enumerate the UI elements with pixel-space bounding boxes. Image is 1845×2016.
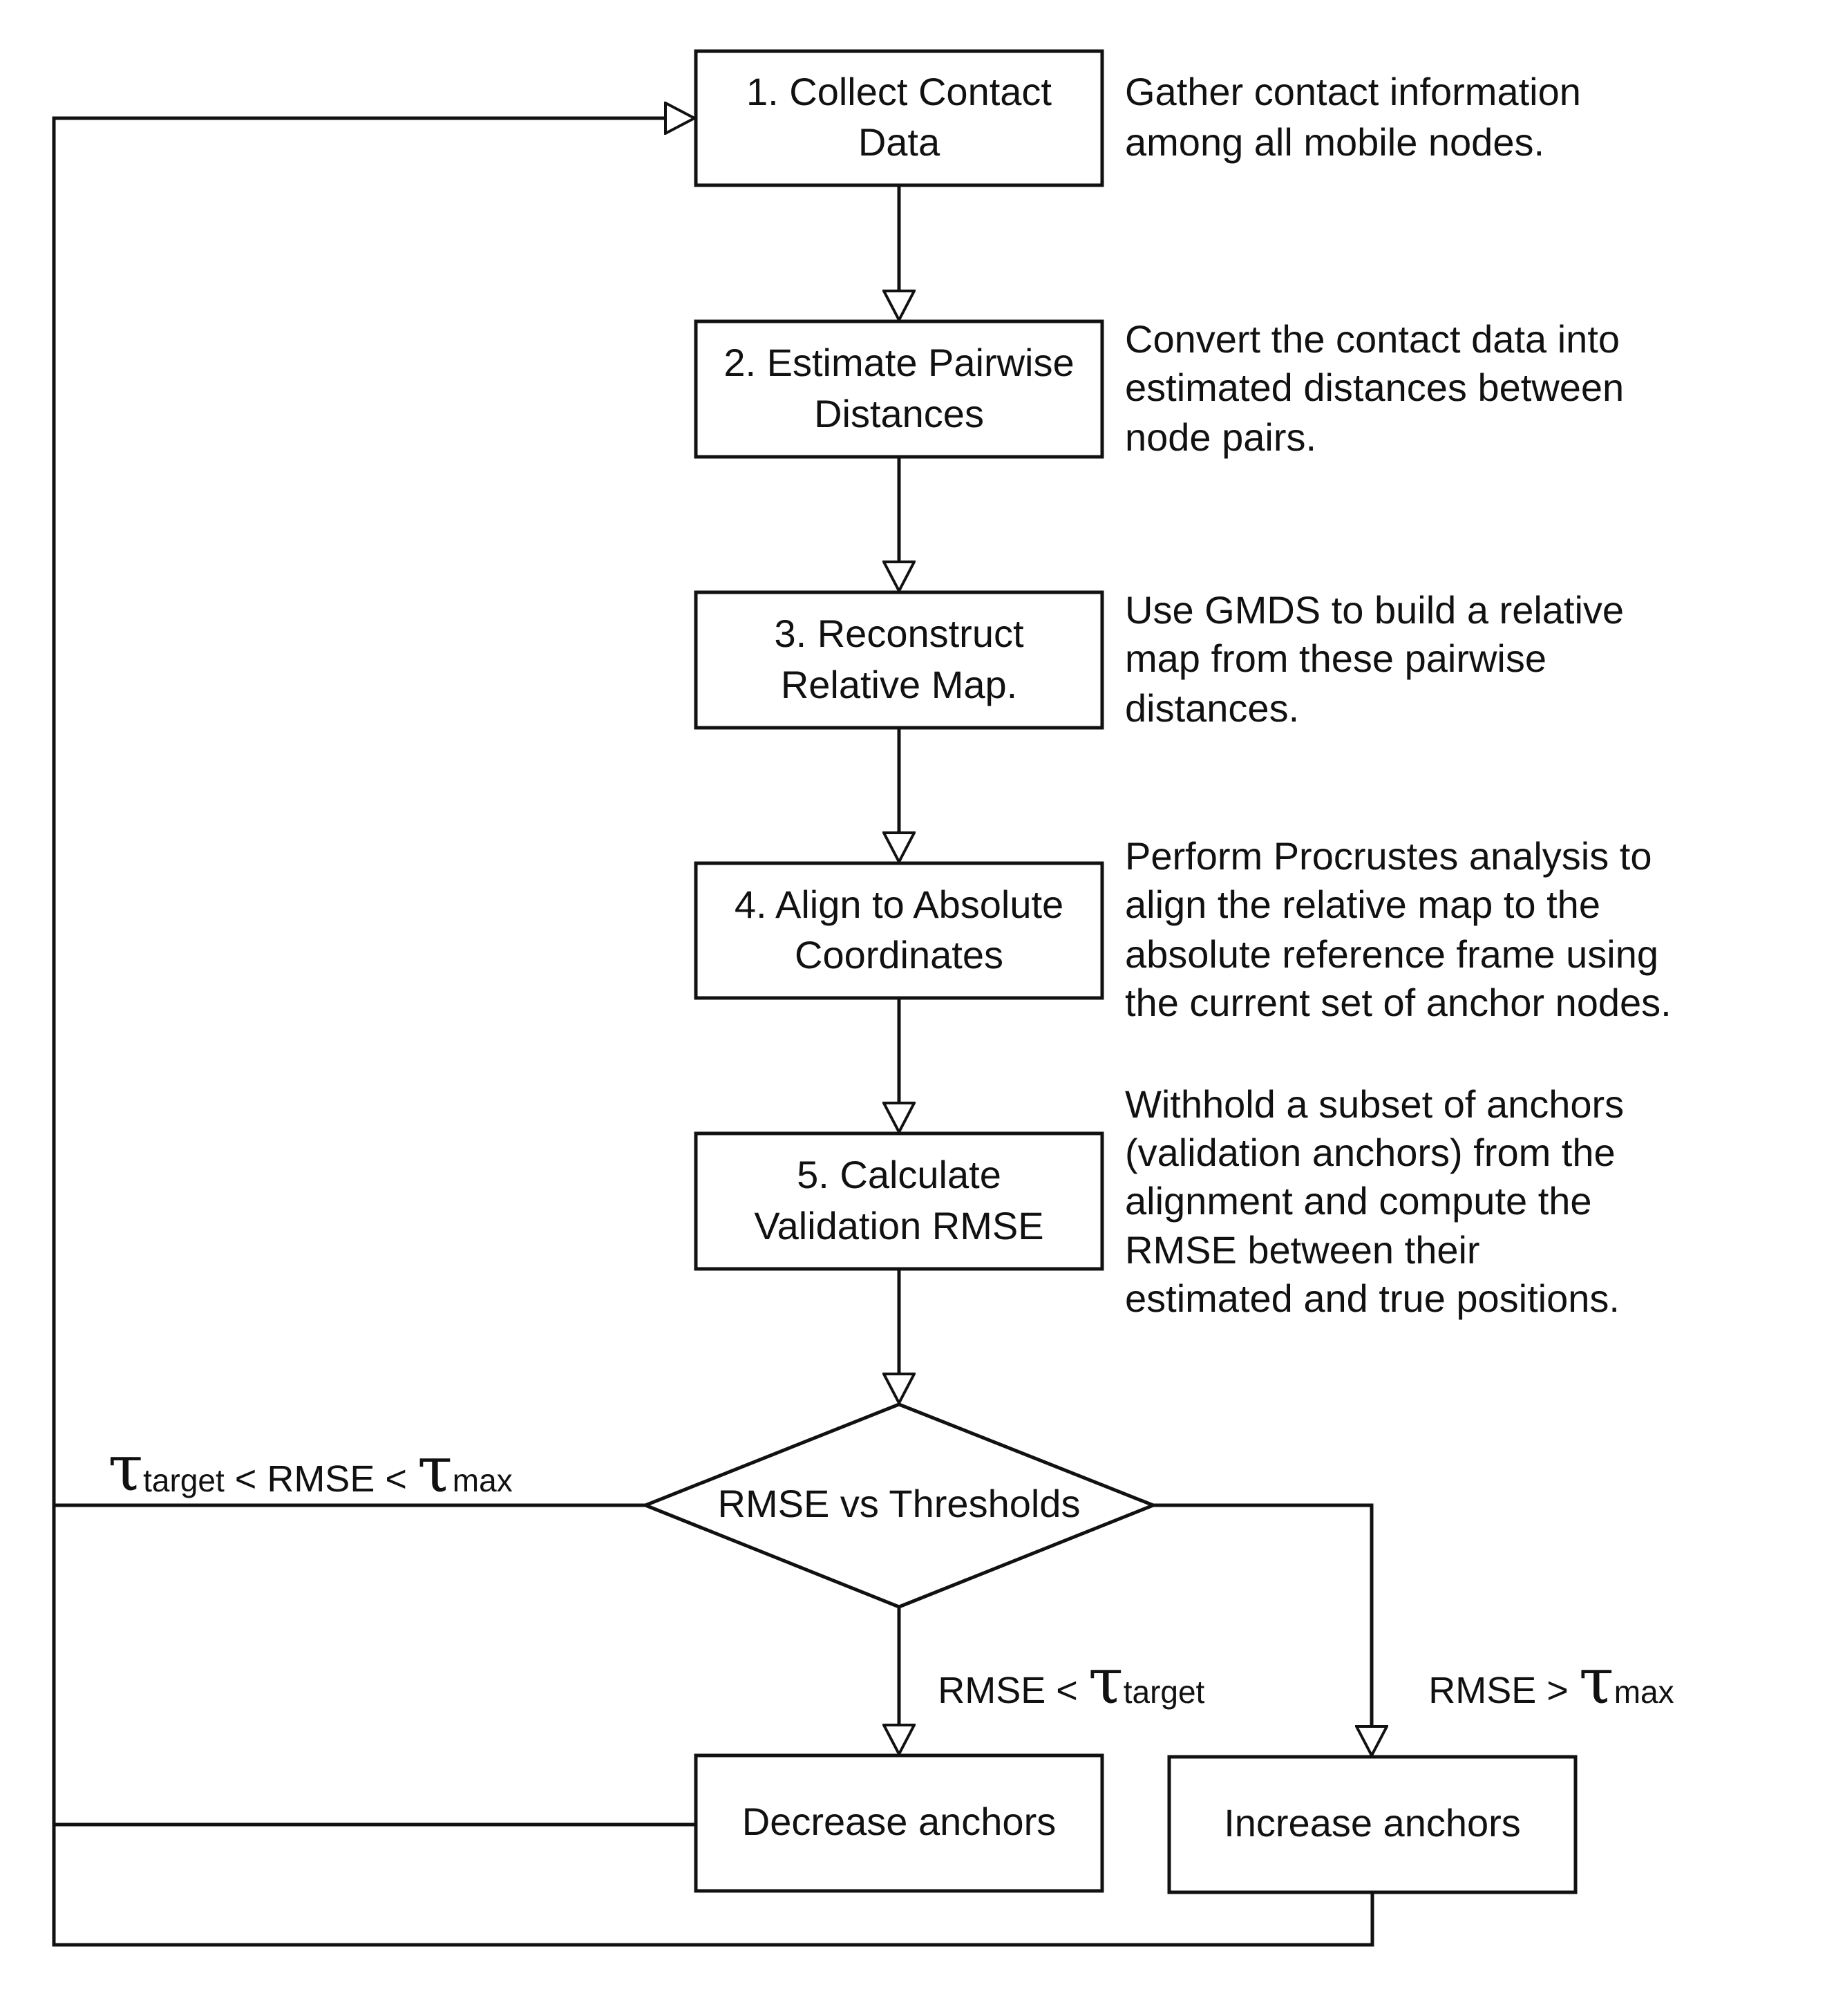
loop-increase-to-left	[52, 1505, 1374, 1947]
description-line: align the relative map to the	[1125, 883, 1600, 926]
step-5-description: Withhold a subset of anchors (validation…	[1125, 1082, 1624, 1320]
arrow-decision-increase	[1153, 1503, 1372, 1755]
description-line: among all mobile nodes.	[1125, 120, 1544, 164]
description-line: estimated distances between	[1125, 366, 1624, 409]
description-line: absolute reference frame using	[1125, 932, 1658, 976]
step-3-box: 3. Reconstruct Relative Map.	[694, 590, 1104, 730]
description-line: the current set of anchor nodes.	[1125, 981, 1672, 1024]
step-2-box: 2. Estimate Pairwise Distances	[694, 319, 1104, 459]
decrease-anchors-box: Decrease anchors	[694, 1753, 1104, 1893]
step-2-description: Convert the contact data into estimated …	[1125, 317, 1624, 459]
step-4-label-line-1: 4. Align to Absolute	[735, 883, 1063, 926]
step-1-label-line-1: 1. Collect Contact	[746, 70, 1052, 113]
description-line: map from these pairwise	[1125, 637, 1546, 680]
description-line: Perform Procrustes analysis to	[1125, 834, 1652, 878]
increase-anchors-box: Increase anchors	[1167, 1755, 1578, 1894]
step-3-description: Use GMDS to build a relative map from th…	[1125, 588, 1624, 730]
loop-decision-to-step1	[52, 118, 694, 1507]
step-2-label-line-2: Distances	[814, 392, 984, 435]
step-4-label-line-2: Coordinates	[795, 933, 1003, 977]
step-3-label-line-2: Relative Map.	[781, 663, 1017, 706]
description-line: Gather contact information	[1125, 70, 1581, 113]
description-line: Use GMDS to build a relative	[1125, 588, 1624, 632]
description-line: node pairs.	[1125, 415, 1316, 459]
description-line: Convert the contact data into	[1125, 317, 1620, 361]
description-line: distances.	[1125, 686, 1299, 730]
decision-diamond: RMSE vs Thresholds	[641, 1402, 1158, 1609]
step-1-box: 1. Collect Contact Data	[694, 49, 1104, 187]
description-line: estimated and true positions.	[1125, 1277, 1620, 1320]
step-2-label-line-1: 2. Estimate Pairwise	[723, 341, 1074, 384]
step-5-box: 5. Calculate Validation RMSE	[694, 1131, 1104, 1271]
step-1-description: Gather contact information among all mob…	[1125, 70, 1581, 164]
step-4-description: Perform Procrustes analysis to align the…	[1125, 834, 1672, 1024]
decision-label: RMSE vs Thresholds	[718, 1482, 1081, 1525]
condition-middle: τtarget < RMSE < τmax	[93, 1431, 522, 1507]
step-5-label-line-1: 5. Calculate	[797, 1153, 1001, 1196]
increase-anchors-label: Increase anchors	[1224, 1801, 1521, 1845]
step-5-label-line-2: Validation RMSE	[754, 1204, 1043, 1247]
condition-low: RMSE < τtarget	[922, 1644, 1214, 1718]
condition-high: RMSE > τmax	[1413, 1644, 1683, 1718]
description-line: (validation anchors) from the	[1125, 1131, 1616, 1174]
step-4-box: 4. Align to Absolute Coordinates	[694, 861, 1104, 1000]
decrease-anchors-label: Decrease anchors	[742, 1800, 1056, 1843]
step-1-label-line-2: Data	[858, 120, 940, 164]
step-3-label-line-1: 3. Reconstruct	[774, 612, 1023, 655]
description-line: Withhold a subset of anchors	[1125, 1082, 1624, 1126]
description-line: alignment and compute the	[1125, 1179, 1592, 1223]
description-line: RMSE between their	[1125, 1228, 1480, 1272]
